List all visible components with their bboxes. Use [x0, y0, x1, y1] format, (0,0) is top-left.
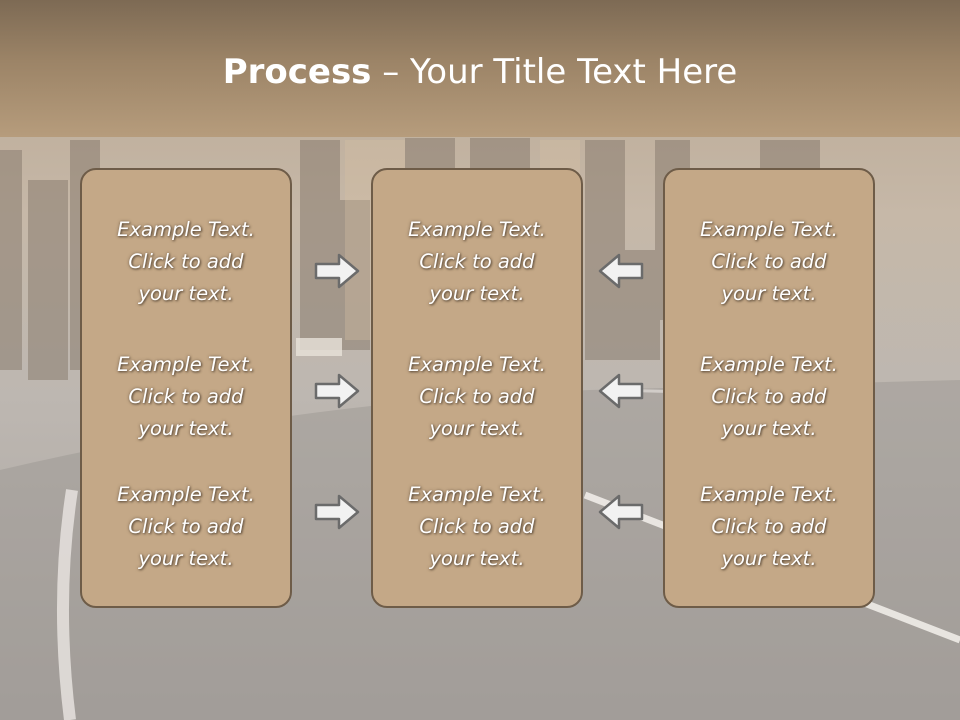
- title-bold-part: Process: [222, 52, 372, 92]
- text-placeholder[interactable]: Example Text. Click to add your text.: [373, 479, 581, 575]
- placeholder-line-1: Example Text.: [408, 353, 546, 376]
- title-rest-part: – Your Title Text Here: [371, 52, 738, 92]
- placeholder-line-2: Click to add: [711, 250, 827, 273]
- placeholder-line-2: Click to add: [711, 385, 827, 408]
- right-arrow-icon[interactable]: [313, 492, 361, 532]
- placeholder-line-2: Click to add: [711, 515, 827, 538]
- placeholder-line-3: your text.: [721, 547, 817, 570]
- placeholder-line-2: Click to add: [128, 250, 244, 273]
- placeholder-line-3: your text.: [429, 417, 525, 440]
- placeholder-line-3: your text.: [429, 282, 525, 305]
- text-panel-center[interactable]: Example Text. Click to add your text. Ex…: [371, 168, 583, 608]
- text-placeholder[interactable]: Example Text. Click to add your text.: [82, 214, 290, 310]
- placeholder-line-1: Example Text.: [408, 218, 546, 241]
- placeholder-line-2: Click to add: [128, 385, 244, 408]
- text-placeholder[interactable]: Example Text. Click to add your text.: [82, 479, 290, 575]
- placeholder-line-3: your text.: [721, 417, 817, 440]
- placeholder-line-3: your text.: [429, 547, 525, 570]
- placeholder-line-3: your text.: [138, 417, 234, 440]
- text-placeholder[interactable]: Example Text. Click to add your text.: [665, 214, 873, 310]
- placeholder-line-3: your text.: [721, 282, 817, 305]
- placeholder-line-1: Example Text.: [700, 483, 838, 506]
- placeholder-line-2: Click to add: [128, 515, 244, 538]
- text-placeholder[interactable]: Example Text. Click to add your text.: [82, 349, 290, 445]
- text-placeholder[interactable]: Example Text. Click to add your text.: [373, 214, 581, 310]
- text-placeholder[interactable]: Example Text. Click to add your text.: [665, 479, 873, 575]
- left-arrow-icon[interactable]: [597, 371, 645, 411]
- text-placeholder[interactable]: Example Text. Click to add your text.: [373, 349, 581, 445]
- placeholder-line-2: Click to add: [419, 250, 535, 273]
- placeholder-line-1: Example Text.: [117, 353, 255, 376]
- slide-title[interactable]: Process – Your Title Text Here: [0, 52, 960, 92]
- placeholder-line-1: Example Text.: [700, 218, 838, 241]
- placeholder-line-1: Example Text.: [700, 353, 838, 376]
- placeholder-line-1: Example Text.: [117, 218, 255, 241]
- text-panel-right[interactable]: Example Text. Click to add your text. Ex…: [663, 168, 875, 608]
- text-panel-left[interactable]: Example Text. Click to add your text. Ex…: [80, 168, 292, 608]
- text-placeholder[interactable]: Example Text. Click to add your text.: [665, 349, 873, 445]
- left-arrow-icon[interactable]: [597, 492, 645, 532]
- placeholder-line-1: Example Text.: [117, 483, 255, 506]
- right-arrow-icon[interactable]: [313, 251, 361, 291]
- right-arrow-icon[interactable]: [313, 371, 361, 411]
- placeholder-line-3: your text.: [138, 282, 234, 305]
- placeholder-line-1: Example Text.: [408, 483, 546, 506]
- placeholder-line-2: Click to add: [419, 385, 535, 408]
- title-bar: [0, 0, 960, 137]
- placeholder-line-2: Click to add: [419, 515, 535, 538]
- left-arrow-icon[interactable]: [597, 251, 645, 291]
- placeholder-line-3: your text.: [138, 547, 234, 570]
